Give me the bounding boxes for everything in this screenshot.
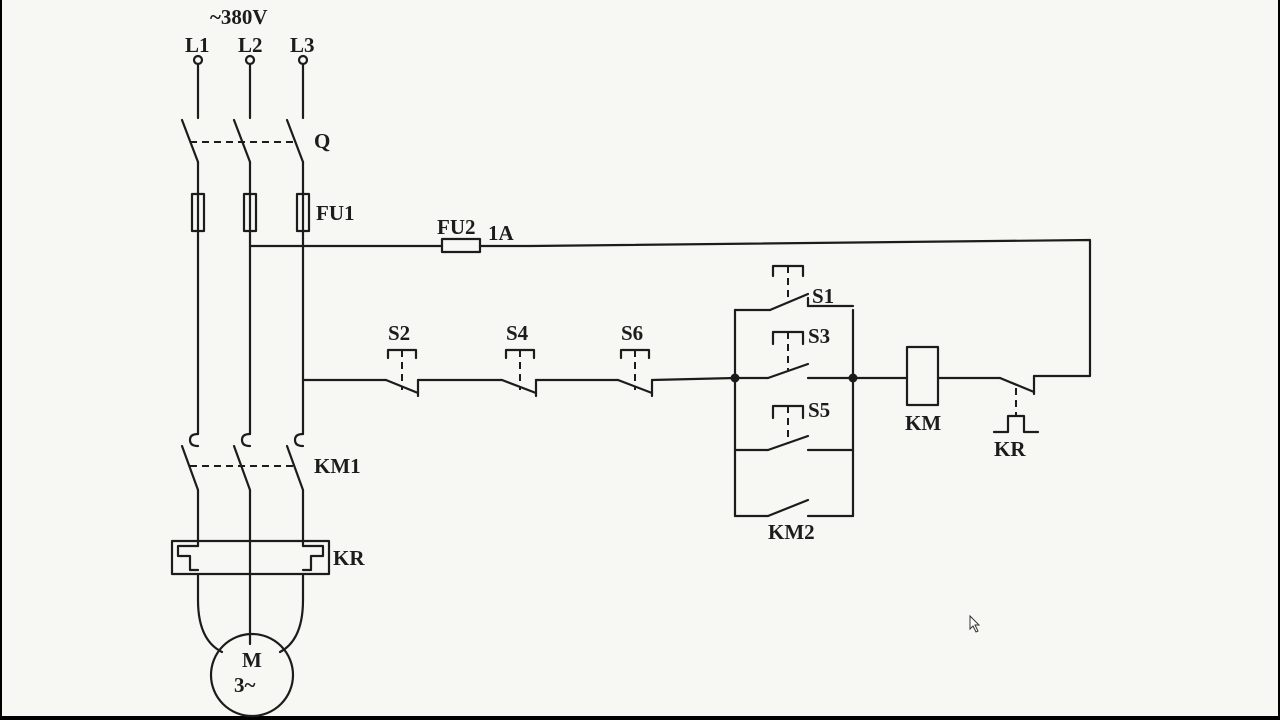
mouse-cursor-icon	[969, 614, 981, 633]
coil-km: KM	[851, 345, 1002, 435]
phase-wires-top	[196, 62, 305, 120]
stop-button-s2-label: S2	[388, 321, 410, 345]
start-button-s1-label: S1	[812, 284, 834, 308]
motor-phase-label: 3~	[234, 673, 256, 697]
switch-q-label: Q	[314, 129, 330, 153]
start-button-s5-label: S5	[808, 398, 830, 422]
control-supply-line	[248, 237, 1092, 378]
overload-contact-kr-label: KR	[994, 437, 1026, 461]
coil-km-label: KM	[905, 411, 941, 435]
fuse-fu2-label: FU2	[437, 215, 476, 239]
supply-label: ~380V	[210, 5, 268, 29]
phase-terminals: L1 L2 L3	[185, 33, 315, 66]
aux-contact-km2-label: KM2	[768, 520, 815, 544]
stop-button-s6: S6	[616, 321, 737, 398]
start-button-s1: S1	[733, 264, 855, 312]
contactor-km1-label: KM1	[314, 454, 361, 478]
start-button-block	[730, 308, 858, 518]
stop-button-s6-label: S6	[621, 321, 643, 345]
fuse-fu2: FU2 1A	[437, 215, 515, 245]
stop-button-s2: S2	[384, 321, 504, 398]
overload-contact-kr: KR	[992, 374, 1040, 461]
start-button-s5: S5	[733, 398, 855, 452]
phase-l1-label: L1	[185, 33, 210, 57]
stop-button-s4-label: S4	[506, 321, 529, 345]
terminal-l3	[297, 54, 309, 66]
contactor-km1: KM1	[180, 432, 361, 492]
motor-m: M 3~	[209, 632, 295, 718]
start-button-s3: S3	[733, 324, 855, 380]
aux-contact-km2: KM2	[733, 498, 855, 544]
stop-button-s4: S4	[500, 321, 620, 398]
fuse-fu1-label: FU1	[316, 201, 355, 225]
phase-l3-label: L3	[290, 33, 315, 57]
fuse-fu2-rating: 1A	[488, 221, 515, 245]
phase-l2-label: L2	[238, 33, 263, 57]
motor-label: M	[242, 648, 262, 672]
start-button-s3-label: S3	[808, 324, 830, 348]
terminal-l2	[244, 54, 256, 66]
terminal-l1	[192, 54, 204, 66]
supply-voltage-label: ~380V	[210, 5, 268, 29]
fuse-fu1: FU1	[190, 192, 355, 233]
thermal-relay-kr-label: KR	[333, 546, 365, 570]
thermal-relay-kr: KR	[170, 539, 365, 576]
isolating-switch-q: Q	[180, 118, 330, 164]
